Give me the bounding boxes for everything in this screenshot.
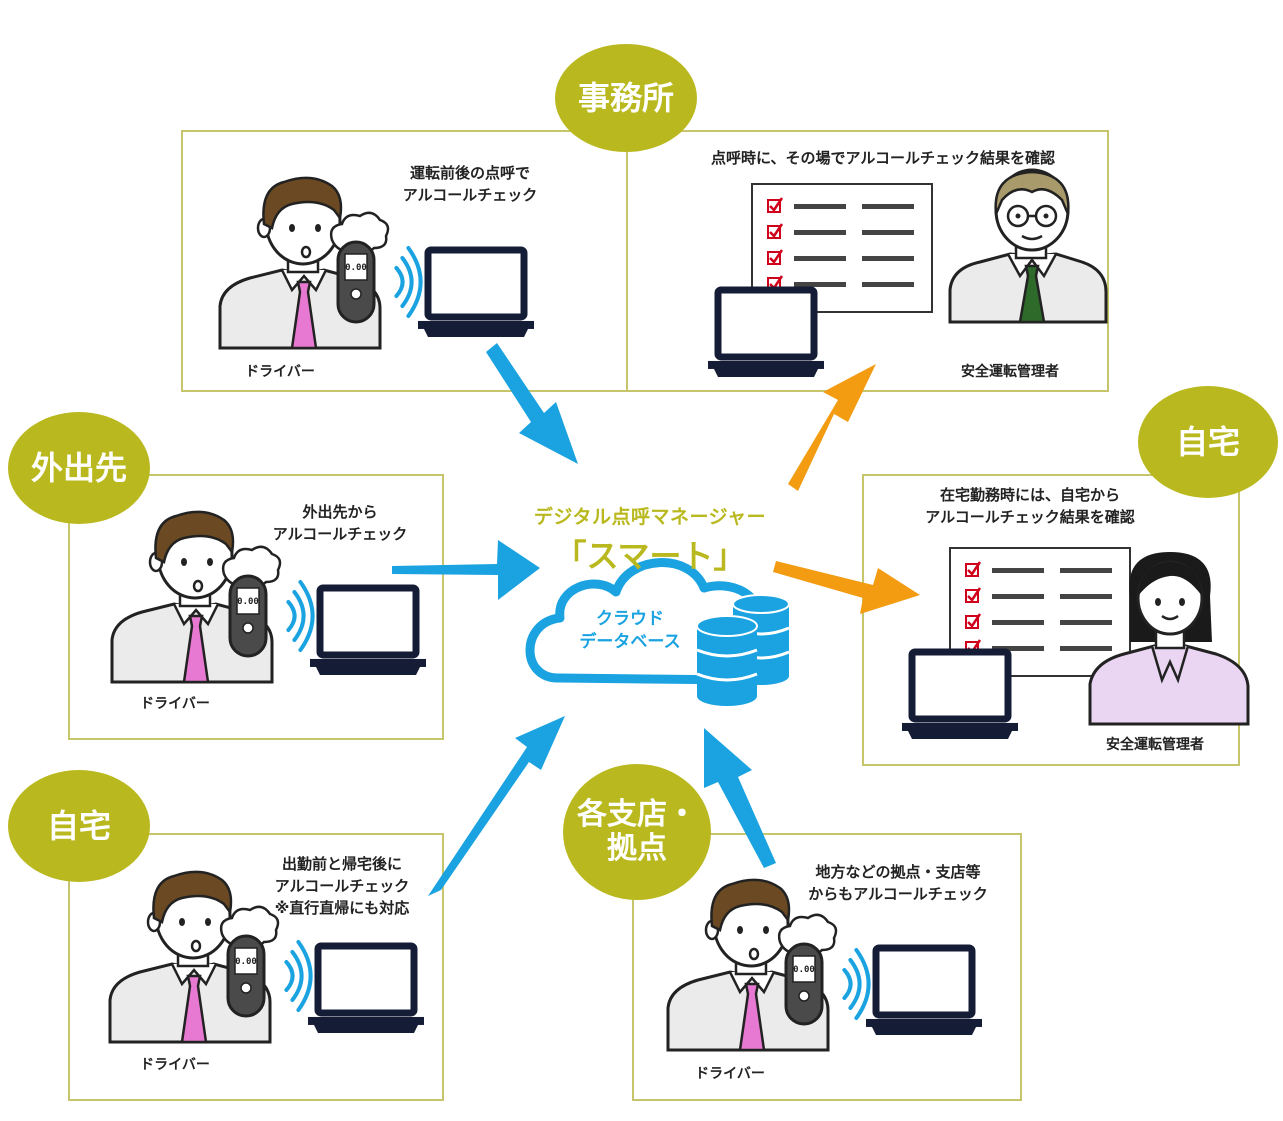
outside-text: 外出先から アルコールチェック	[272, 503, 408, 543]
arrow-office-to-cloud	[486, 343, 578, 464]
home-driver-label: ドライバー	[140, 1057, 210, 1073]
arrow-home-to-cloud	[428, 716, 565, 896]
cloud-label: クラウド データベース	[579, 609, 681, 652]
arrow-branch-to-cloud	[704, 728, 776, 868]
badge-home-driver: 自宅	[8, 770, 150, 882]
device-reading: 0.00	[345, 263, 367, 273]
home-manager-laptop-icon	[902, 648, 1018, 739]
badge-office: 事務所	[555, 44, 697, 152]
app-name-line1: デジタル点呼マネージャー	[533, 506, 767, 528]
home-driver-illustration: 0.00	[108, 870, 313, 1044]
badge-outside: 外出先	[8, 412, 150, 524]
badge-branch-line2: 拠点	[607, 831, 667, 866]
office-driver-label: ドライバー	[245, 364, 315, 380]
arrow-cloud-to-office	[788, 364, 876, 491]
office-manager-illustration	[948, 168, 1108, 324]
app-title: デジタル点呼マネージャー 「スマート」	[500, 502, 800, 577]
device-reading: 0.00	[237, 597, 259, 607]
office-driver-text: 運転前後の点呼で アルコールチェック	[402, 164, 538, 204]
branch-text: 地方などの拠点・支店等 からもアルコールチェック	[808, 863, 988, 903]
branch-laptop-icon	[866, 944, 982, 1035]
outside-laptop-icon	[310, 584, 426, 675]
badge-branch: 各支店・ 拠点	[563, 764, 711, 900]
arrow-outside-to-cloud	[392, 540, 540, 600]
office-manager-text: 点呼時に、その場でアルコールチェック結果を確認	[710, 149, 1056, 167]
home-manager-label: 安全運転管理者	[1106, 737, 1204, 753]
home-manager-illustration	[1088, 552, 1250, 726]
branch-driver-illustration: 0.00	[666, 878, 871, 1052]
device-reading: 0.00	[793, 965, 815, 975]
office-driver-illustration: 0.00	[218, 176, 423, 350]
outside-driver-illustration: 0.00	[110, 510, 315, 684]
office-divider	[626, 150, 628, 390]
arrow-cloud-to-home-manager	[773, 561, 920, 614]
database-icon	[696, 594, 790, 706]
outside-driver-label: ドライバー	[140, 696, 210, 712]
office-manager-label: 安全運転管理者	[961, 364, 1059, 380]
badge-home-manager: 自宅	[1138, 386, 1278, 498]
home-driver-laptop-icon	[308, 942, 424, 1033]
device-reading: 0.00	[235, 957, 257, 967]
badge-branch-line1: 各支店・	[577, 796, 697, 832]
office-manager-laptop-icon	[708, 286, 824, 377]
home-driver-text: 出勤前と帰宅後に アルコールチェック ※直行直帰にも対応	[274, 855, 410, 917]
home-manager-text: 在宅勤務時には、自宅から アルコールチェック結果を確認	[925, 486, 1135, 526]
office-driver-laptop-icon	[418, 246, 534, 337]
app-name-line2: 「スマート」	[554, 537, 746, 575]
branch-driver-label: ドライバー	[695, 1066, 765, 1082]
